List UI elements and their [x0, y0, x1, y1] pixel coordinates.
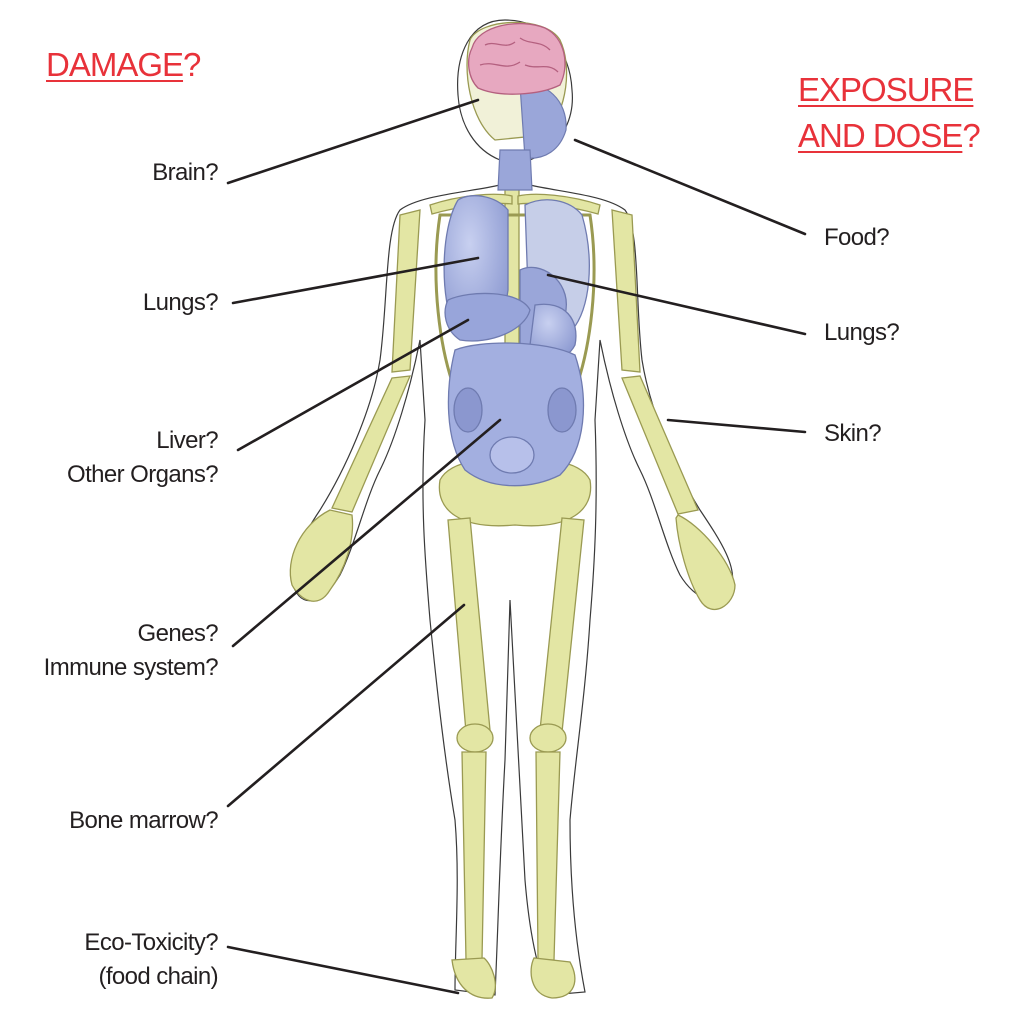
exposure-heading-mark: ?: [962, 117, 979, 154]
exposure-heading: EXPOSURE AND DOSE?: [798, 67, 980, 159]
label-eco-toxicity-group: Eco-Toxicity? (food chain): [84, 926, 218, 994]
label-skin: Skin?: [824, 417, 881, 451]
label-bone-marrow: Bone marrow?: [69, 804, 218, 838]
label-lungs-damage: Lungs?: [143, 286, 218, 320]
damage-heading: DAMAGE?: [46, 42, 200, 88]
lungs-exposure-leader-line: [548, 275, 805, 334]
damage-heading-word: DAMAGE: [46, 46, 183, 83]
label-brain: Brain?: [152, 156, 218, 190]
damage-heading-mark: ?: [183, 46, 200, 83]
label-genes: Genes?: [44, 617, 218, 651]
exposure-heading-line1: EXPOSURE: [798, 71, 973, 108]
label-genes-group: Genes? Immune system?: [44, 617, 218, 685]
label-liver: Liver?: [67, 424, 218, 458]
lungs-damage-leader-line: [233, 258, 478, 303]
label-eco-toxicity: Eco-Toxicity?: [84, 926, 218, 960]
liver-leader-line: [238, 320, 468, 450]
label-food: Food?: [824, 221, 889, 255]
label-immune-system: Immune system?: [44, 651, 218, 685]
brain-leader-line: [228, 100, 478, 183]
food-leader-line: [575, 140, 805, 234]
eco-toxicity-leader-line: [228, 947, 458, 993]
skin-leader-line: [668, 420, 805, 432]
exposure-heading-line2: AND DOSE: [798, 117, 962, 154]
label-liver-group: Liver? Other Organs?: [67, 424, 218, 492]
label-other-organs: Other Organs?: [67, 458, 218, 492]
brain: [469, 24, 565, 95]
label-lungs-exposure: Lungs?: [824, 316, 899, 350]
bone-marrow-leader-line: [228, 605, 464, 806]
label-food-chain: (food chain): [84, 960, 218, 994]
